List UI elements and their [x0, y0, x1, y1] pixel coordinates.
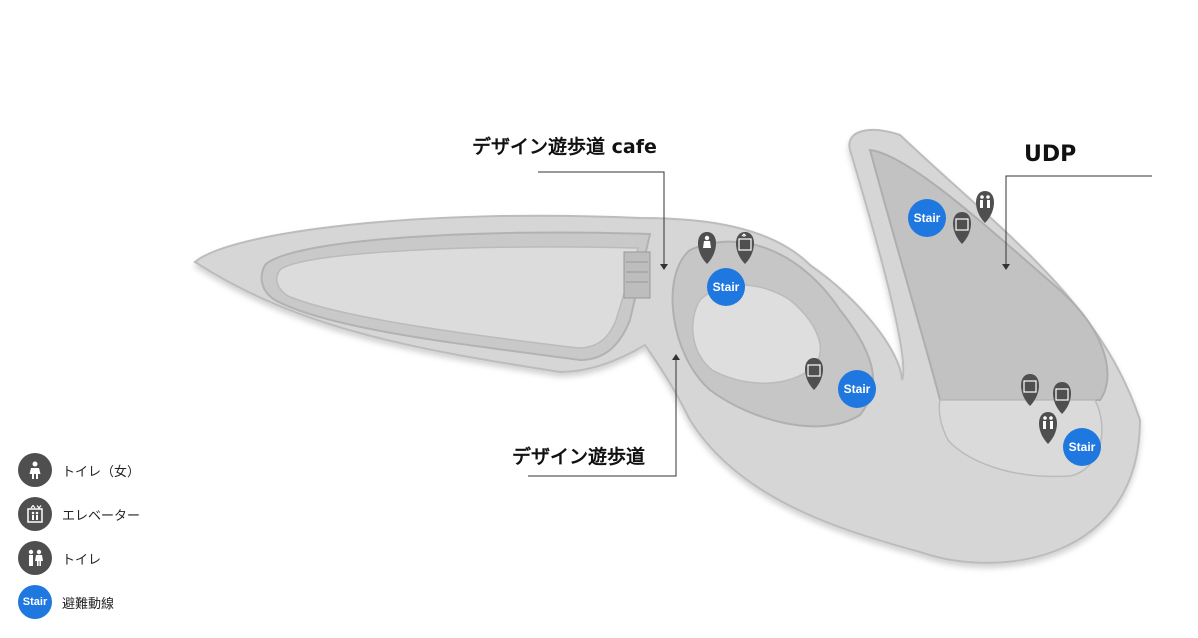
toilet-icon [976, 191, 994, 223]
stair-badge: Stair [1063, 428, 1101, 466]
legend-label: トイレ（女） [62, 464, 141, 480]
elevator-icon [1021, 374, 1039, 406]
cafe-stairs [623, 251, 651, 299]
left-walkway-court [275, 246, 640, 349]
stair-badge: Stair [838, 370, 876, 408]
udp-leader-line [1005, 175, 1152, 268]
legend-item-elevator: エレベーター [18, 492, 140, 536]
udp-lower-court [938, 399, 1103, 478]
elevator-icon [953, 212, 971, 244]
legend-item-toilet-female: トイレ（女） [18, 448, 140, 492]
walkway-label: デザイン遊歩道 [512, 446, 646, 468]
walkway-leader-line [528, 356, 677, 477]
elevator-icon [736, 232, 754, 264]
elevator-icon [18, 497, 52, 531]
elevator-icon [805, 358, 823, 390]
legend-label: トイレ [62, 552, 102, 568]
legend-label: 避難動線 [62, 596, 115, 612]
udp-label: UDP [1024, 142, 1077, 167]
legend-label: エレベーター [62, 508, 141, 524]
stair-text: Stair [914, 211, 941, 225]
legend-item-toilet: トイレ [18, 536, 140, 580]
stair-badge: Stair [908, 199, 946, 237]
toilet-icon [1039, 412, 1057, 444]
stair-text: Stair [1069, 440, 1096, 454]
cafe-leader-line [538, 171, 665, 268]
stair-badge: Stair [707, 268, 745, 306]
stair-text: Stair [844, 382, 871, 396]
toilet-icon [18, 541, 52, 575]
stair-text: Stair [713, 280, 740, 294]
legend: トイレ（女） エレベーター トイレ Stair 避難動線 [18, 448, 140, 624]
cafe-label: デザイン遊歩道 cafe [472, 136, 657, 158]
toilet-female-icon [698, 232, 716, 264]
elevator-icon [1053, 382, 1071, 414]
toilet-female-icon [18, 453, 52, 487]
stair-icon: Stair [18, 585, 52, 619]
legend-item-evacuation: Stair 避難動線 [18, 580, 140, 624]
